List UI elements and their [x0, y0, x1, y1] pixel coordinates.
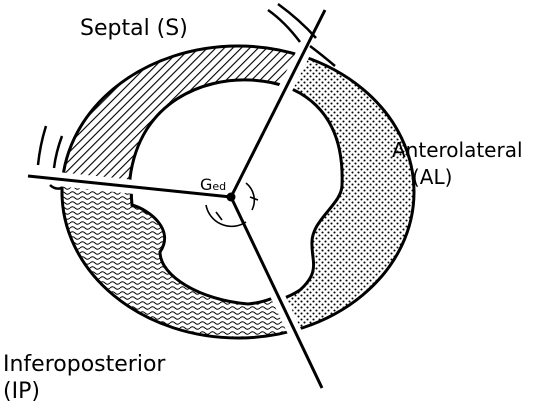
- bracket-arc-inferoposterior-inner: [54, 136, 62, 168]
- bracket-arc-septal-inner: [278, 4, 316, 38]
- bracket-arc-septal: [268, 10, 300, 42]
- label-center-main: G: [200, 175, 212, 194]
- center-point: [227, 193, 236, 202]
- label-center-sub: ed: [212, 180, 226, 193]
- label-center: Ged: [200, 175, 226, 194]
- angle-tick-left: [216, 212, 222, 220]
- label-septal: Septal (S): [80, 16, 188, 41]
- label-inferoposterior-abbr: (IP): [3, 379, 40, 404]
- label-anterolateral-abbr: (AL): [412, 165, 452, 189]
- label-inferoposterior: Inferoposterior: [3, 352, 166, 377]
- label-anterolateral: Anterolateral: [392, 138, 523, 162]
- bracket-arc-inferoposterior: [38, 126, 46, 165]
- divider-s-al: [231, 10, 325, 197]
